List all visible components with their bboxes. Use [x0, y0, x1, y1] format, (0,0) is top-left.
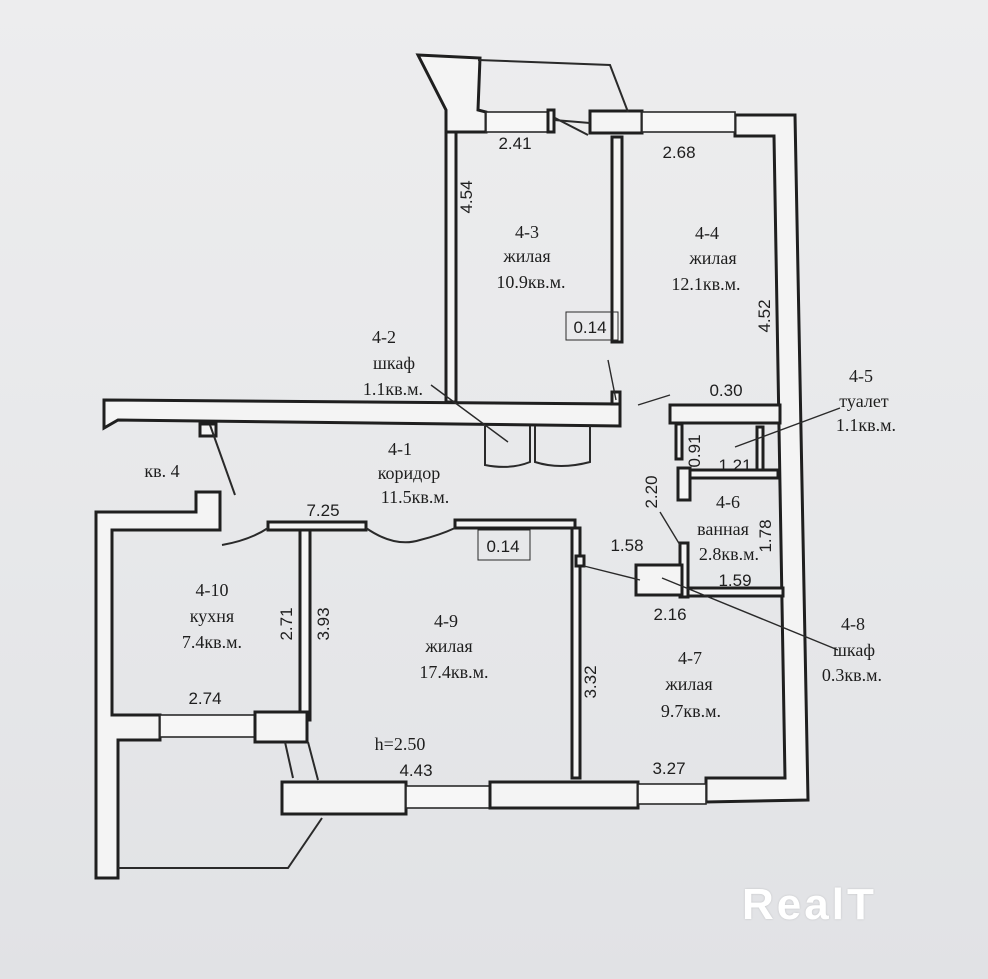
wall-4-3-4-4	[610, 135, 624, 344]
room-4-10-area: 7.4кв.м.	[182, 632, 242, 652]
corridor-bottom-wall-b	[453, 518, 577, 530]
outer-wall-right	[704, 113, 810, 804]
room-4-7-name: жилая	[664, 674, 712, 694]
balcony-top	[477, 59, 629, 113]
dim-0-30: 0.30	[709, 381, 742, 400]
dim-1-21: 1.21	[718, 456, 751, 475]
room-4-4-id: 4-4	[695, 223, 719, 243]
room-4-7-id: 4-7	[678, 648, 702, 668]
room-4-5-id: 4-5	[849, 366, 873, 386]
dim-4-54: 4.54	[457, 180, 476, 213]
room-4-6-id: 4-6	[716, 492, 740, 512]
dim-0-14-hall: 0.14	[486, 537, 519, 556]
room-4-2-name: шкаф	[373, 353, 415, 373]
room-4-8-name: шкаф	[833, 640, 875, 660]
closet-4-8	[634, 563, 684, 597]
room-4-3-name: жилая	[502, 246, 550, 266]
wall-toilet-top	[668, 403, 782, 425]
dim-0-14-top: 0.14	[573, 318, 606, 337]
dim-0-91: 0.91	[685, 434, 704, 467]
room-4-8-area: 0.3кв.м.	[822, 665, 882, 685]
kitchen-wall-right	[298, 528, 312, 722]
dim-3-93: 3.93	[314, 607, 333, 640]
apartment-label: кв. 4	[144, 461, 179, 481]
closet-4-2-doors	[484, 426, 591, 468]
dim-4-43: 4.43	[399, 761, 432, 780]
window-4-3	[485, 111, 551, 133]
corridor-bottom-wall-a	[266, 520, 368, 532]
room-4-9-id: 4-9	[434, 611, 458, 631]
room-4-8-id: 4-8	[841, 614, 865, 634]
dim-1-58: 1.58	[610, 536, 643, 555]
room-4-6-area: 2.8кв.м.	[699, 544, 759, 564]
wall-4-3-left	[444, 130, 458, 404]
kitchen-corner	[253, 710, 309, 744]
kitchen-outer-wall	[94, 490, 222, 880]
toilet-wall	[674, 422, 684, 461]
toilet-divider	[755, 425, 765, 475]
realt-watermark-logo: RealT	[742, 880, 877, 929]
room-4-4-area: 12.1кв.м.	[671, 274, 740, 294]
bath-stub	[676, 466, 692, 502]
room-4-5-area: 1.1кв.м.	[836, 415, 896, 435]
bottom-wall-a	[280, 780, 408, 816]
dim-3-27: 3.27	[652, 759, 685, 778]
dim-2-41: 2.41	[498, 134, 531, 153]
dim-2-74: 2.74	[188, 689, 221, 708]
dim-2-68: 2.68	[662, 143, 695, 162]
corridor-wall-top	[102, 398, 622, 431]
room-4-10-name: кухня	[190, 606, 234, 626]
window-4-4	[641, 111, 736, 133]
room-4-10-id: 4-10	[196, 580, 229, 600]
top-wall-block	[588, 109, 644, 135]
room-4-2-area: 1.1кв.м.	[363, 379, 423, 399]
dim-4-52: 4.52	[755, 299, 774, 332]
window-post	[546, 108, 556, 134]
dim-2-16: 2.16	[653, 605, 686, 624]
ceiling-height: h=2.50	[375, 734, 426, 754]
top-wall-left	[415, 53, 488, 134]
room-4-7-area: 9.7кв.м.	[661, 701, 721, 721]
room-4-5-name: туалет	[839, 391, 889, 411]
room-4-4-name: жилая	[688, 248, 736, 268]
bath-bottom-wall	[686, 586, 785, 598]
room-4-1-name: коридор	[378, 463, 441, 483]
dim-3-32: 3.32	[581, 665, 600, 698]
window-kitchen	[159, 714, 256, 738]
room-4-3-id: 4-3	[515, 222, 539, 242]
room-4-2-id: 4-2	[372, 327, 396, 347]
dim-2-20: 2.20	[642, 475, 661, 508]
room-4-3-area: 10.9кв.м.	[496, 272, 565, 292]
room-4-9-area: 17.4кв.м.	[419, 662, 488, 682]
dim-1-78: 1.78	[756, 519, 775, 552]
room-4-1-id: 4-1	[388, 439, 412, 459]
wall-4-9-4-7	[570, 526, 582, 780]
bottom-wall-b	[488, 780, 640, 810]
room-4-9-name: жилая	[424, 636, 472, 656]
room-4-1-area: 11.5кв.м.	[381, 487, 449, 507]
window-4-7	[637, 783, 707, 805]
room-4-6-name: ванная	[697, 519, 749, 539]
balcony-left	[118, 817, 323, 869]
dim-1-59: 1.59	[718, 571, 751, 590]
hall-corner	[574, 554, 586, 568]
dim-7-25: 7.25	[306, 501, 339, 520]
window-4-9	[405, 785, 491, 809]
dim-2-71: 2.71	[277, 607, 296, 640]
